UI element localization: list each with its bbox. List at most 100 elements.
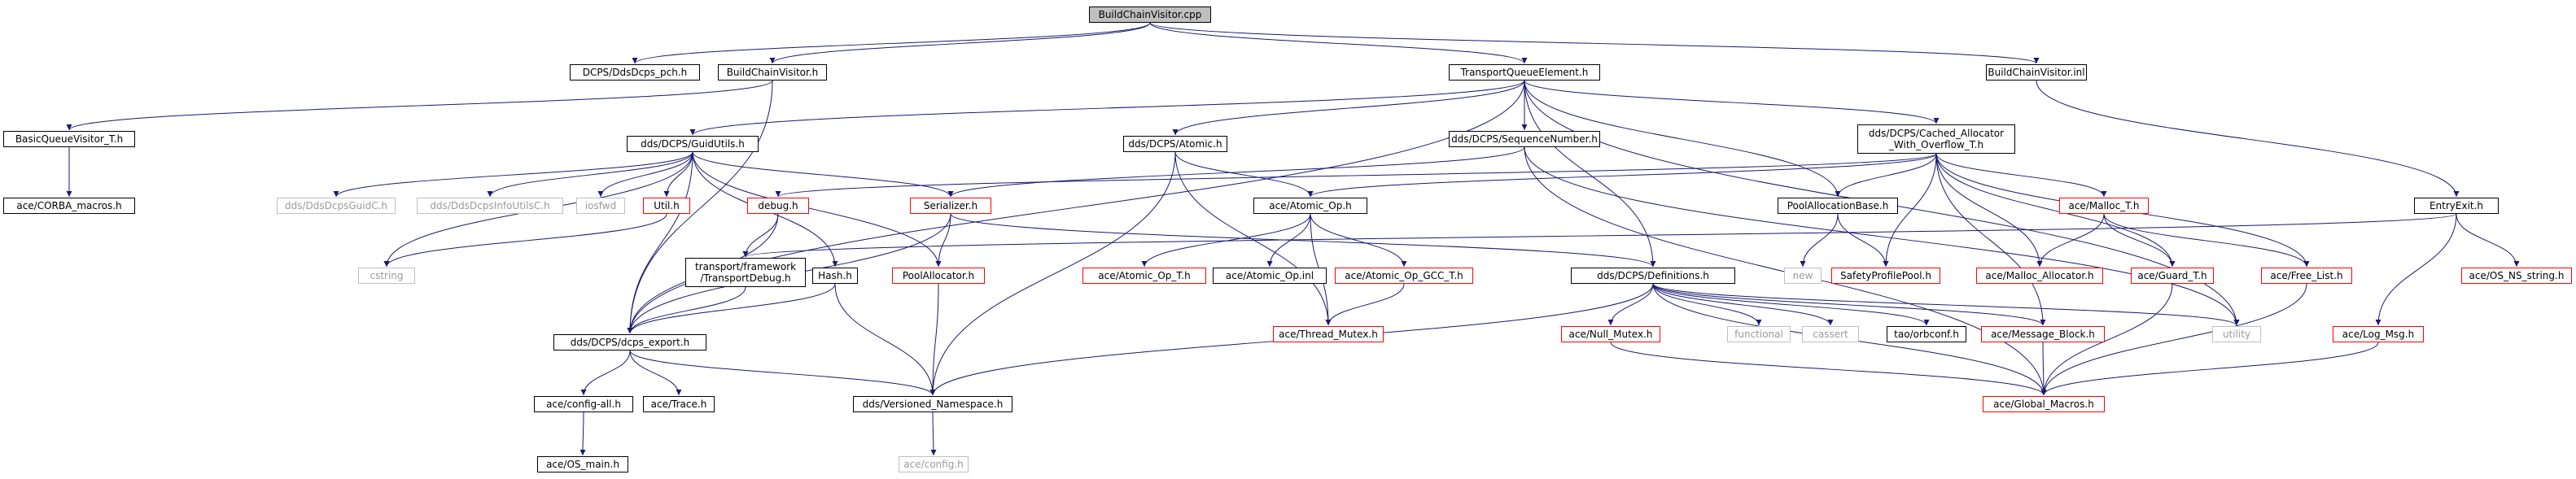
edge-entryexit_h-to-ace_os_ns_string_h [2456,213,2520,268]
edge-ace_null_mutex_h-to-ace_global_macros_h [1610,342,2047,396]
node-buildchainvisitor-h[interactable]: BuildChainVisitor.h [718,64,827,81]
node-tao-orbconf-h[interactable]: tao/orbconf.h [1887,326,1966,342]
edge-transportqueueelement_h-to-poolallocationbase_h [1524,80,1841,198]
node-safetyprofilepool-h[interactable]: SafetyProfilePool.h [1831,268,1940,284]
node-ace-atomic-op-h[interactable]: ace/Atomic_Op.h [1253,198,1367,214]
node-transportqueueelement-h[interactable]: TransportQueueElement.h [1449,64,1600,81]
edge-ace_malloc_t_h-to-ace_free_list_h [2103,213,2310,268]
edge-poolallocator_h-to-versioned_namespace_h [929,283,939,396]
node-poolallocationbase-h[interactable]: PoolAllocationBase.h [1778,198,1898,214]
node-buildchainvisitor-cpp[interactable]: BuildChainVisitor.cpp [1089,7,1211,23]
edge-cached_allocator_h-to-atomic_op_h [1307,153,1937,198]
edge-sequencenumber_h-to-serializer_h [947,146,1525,198]
node-dcps-export-h[interactable]: dds/DCPS/dcps_export.h [553,334,706,351]
edge-ace_free_list_h-to-ace_global_macros_h [2040,283,2307,396]
node-ace-atomic-op-gcc-t-h[interactable]: ace/Atomic_Op_GCC_T.h [1335,268,1473,284]
edge-poolallocationbase_h-to-safetyprofilepool_h [1837,213,1889,268]
edge-versioned_namespace_h-to-ace_config_h [930,412,937,456]
node-ace-os-main-h[interactable]: ace/OS_main.h [537,456,628,472]
node-ddsdcpsinfoutilsc-h[interactable]: dds/DdsDcpsInfoUtilsC.h [417,198,563,214]
node-ace-guard-t-h[interactable]: ace/Guard_T.h [2131,268,2214,284]
edge-cached_allocator_h-to-poolallocationbase_h [1835,153,1937,198]
node-entryexit-h[interactable]: EntryExit.h [2414,198,2499,214]
node-versioned-namespace-h[interactable]: dds/Versioned_Namespace.h [853,396,1012,412]
node-basicqueuevisitor-t-h[interactable]: BasicQueueVisitor_T.h [3,131,135,147]
node-sequencenumber-h[interactable]: dds/DCPS/SequenceNumber.h [1449,131,1600,147]
edge-atomic_op_h-to-atomic_op_inl [1266,213,1311,268]
edge-cached_allocator_h-to-dcpsdebug_h [775,153,1937,198]
node-ace-config-h[interactable]: ace/config.h [899,456,969,472]
node-poolallocator-h[interactable]: PoolAllocator.h [892,268,985,284]
edge-guidutils_h-to-serializer_h [692,151,954,198]
node-ace-atomic-op-t-h[interactable]: ace/Atomic_Op_T.h [1082,268,1206,284]
edge-serializer_h-to-definitions_h [950,213,1656,268]
node-ace-malloc-t-h[interactable]: ace/Malloc_T.h [2059,198,2149,214]
edge-definitions_h-to-tao_orbconf_h [1652,283,1930,326]
node-cached-allocator-with-overflow-t-h[interactable]: dds/DCPS/Cached_Allocator _With_Overflow… [1857,124,2015,154]
edge-buildchainvisitor_cpp-to-buildchainvisitor_h [769,22,1151,64]
node-ace-trace-h[interactable]: ace/Trace.h [643,396,715,412]
node-cassert[interactable]: cassert [1802,326,1859,342]
edge-entryexit_h-to-ace_log_msg_h [2375,213,2457,326]
node-utility[interactable]: utility [2212,326,2261,342]
node-ace-corba-macros-h[interactable]: ace/CORBA_macros.h [3,198,135,214]
edge-atomic_op_h-to-atomic_op_t_h [1141,213,1311,268]
node-new[interactable]: new [1784,268,1822,284]
edge-guidutils_h-to-ddsdcpsinfoutilsc_h [487,151,693,198]
edge-ace_log_msg_h-to-ace_global_macros_h [2040,342,2379,396]
node-buildchainvisitor-inl[interactable]: BuildChainVisitor.inl [1986,64,2087,81]
edge-sequencenumber_h-to-utility [1524,146,2240,326]
edge-ace_malloc_t_h-to-ace_malloc_allocator_h [2036,213,2105,268]
node-ace-config-all-h[interactable]: ace/config-all.h [534,396,633,412]
node-functional[interactable]: functional [1727,326,1791,342]
edge-transportqueueelement_h-to-guidutils_h [689,80,1525,136]
edge-dcpsdebug_h-to-transportdebug_h [742,213,779,258]
edge-buildchainvisitor_h-to-basicqueuevisitor_t_h [66,80,773,131]
edge-buildchainvisitor_cpp-to-ddsdcps_pch_h [632,22,1151,64]
edge-guidutils_h-to-iosfwd [597,151,693,198]
edge-guidutils_h-to-util_h [663,151,693,198]
edge-guidutils_h-to-dcps_export_h [627,151,693,334]
edge-cached_allocator_h-to-ace_message_block_h [1935,153,2046,326]
node-ace-thread-mutex-h[interactable]: ace/Thread_Mutex.h [1273,326,1384,342]
node-guidutils-h[interactable]: dds/DCPS/GuidUtils.h [627,136,759,152]
node-transportdebug-h[interactable]: transport/framework /TransportDebug.h [685,258,806,287]
edge-atomic_op_gcc_t_h-to-ace_thread_mutex_h [1325,283,1405,326]
node-ddsdcpsguidc-h[interactable]: dds/DdsDcpsGuidC.h [277,198,396,214]
node-definitions-h[interactable]: dds/DCPS/Definitions.h [1571,268,1735,284]
node-iosfwd[interactable]: iosfwd [576,198,625,214]
edge-cached_allocator_h-to-safetyprofilepool_h [1883,153,1937,268]
edge-serializer_h-to-poolallocator_h [935,213,951,268]
edge-hash_h-to-dcps_export_h [627,283,836,334]
node-debug-h[interactable]: debug.h [747,198,809,214]
edge-dcps_export_h-to-ace_trace_h [629,350,682,396]
node-util-h[interactable]: Util.h [643,198,690,214]
node-ace-null-mutex-h[interactable]: ace/Null_Mutex.h [1561,326,1660,342]
edge-buildchainvisitor_inl-to-entryexit_h [2036,80,2460,198]
node-ace-global-macros-h[interactable]: ace/Global_Macros.h [1983,396,2105,412]
edge-util_h-to-cstring [383,213,667,268]
edge-definitions_h-to-functional [1652,283,1762,326]
node-ddsdcps-pch-h[interactable]: DCPS/DdsDcps_pch.h [570,64,700,81]
edge-transportqueueelement_h-to-cached_allocator_h [1524,80,1940,124]
node-ace-malloc-allocator-h[interactable]: ace/Malloc_Allocator.h [1976,268,2103,284]
node-ace-free-list-h[interactable]: ace/Free_List.h [2261,268,2352,284]
node-serializer-h[interactable]: Serializer.h [910,198,991,214]
edge-hash_h-to-versioned_namespace_h [834,283,936,396]
edge-definitions_h-to-cassert [1652,283,1834,326]
node-hash-h[interactable]: Hash.h [812,268,858,284]
edge-dcps_export_h-to-versioned_namespace_h [629,350,936,396]
node-cstring[interactable]: cstring [358,268,415,284]
node-ace-log-msg-h[interactable]: ace/Log_Msg.h [2333,326,2424,342]
edge-definitions_h-to-utility [1652,283,2240,326]
node-ace-atomic-op-inl[interactable]: ace/Atomic_Op.inl [1213,268,1327,284]
node-ace-message-block-h[interactable]: ace/Message_Block.h [1981,326,2105,342]
edge-transportqueueelement_h-to-definitions_h [1524,80,1656,268]
node-ace-os-ns-string-h[interactable]: ace/OS_NS_string.h [2461,268,2572,284]
edge-ace_config_all_h-to-ace_os_main_h [579,412,586,456]
edge-definitions_h-to-ace_null_mutex_h [1607,283,1654,326]
edge-cached_allocator_h-to-ace_guard_t_h [1935,153,2176,268]
node-atomic-h[interactable]: dds/DCPS/Atomic.h [1123,136,1227,152]
